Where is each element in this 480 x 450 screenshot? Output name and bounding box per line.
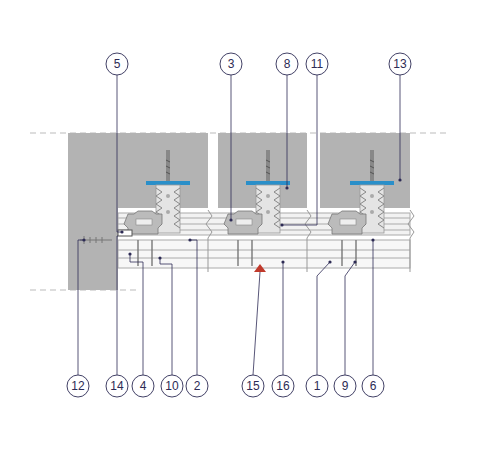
callout-number: 11 [306, 53, 328, 75]
callout-number: 4 [132, 375, 154, 397]
callout-number: 8 [276, 53, 298, 75]
callout-number: 12 [67, 375, 89, 397]
callout-number: 2 [186, 375, 208, 397]
callout-number: 14 [106, 375, 128, 397]
callout-number: 5 [106, 53, 128, 75]
callout-number: 16 [272, 375, 294, 397]
callout-number: 9 [334, 375, 356, 397]
callout-number: 15 [242, 375, 264, 397]
callout-number: 3 [220, 53, 242, 75]
callout-number: 10 [161, 375, 183, 397]
callout-number: 6 [362, 375, 384, 397]
callout-number: 1 [306, 375, 328, 397]
callout-number: 13 [389, 53, 411, 75]
